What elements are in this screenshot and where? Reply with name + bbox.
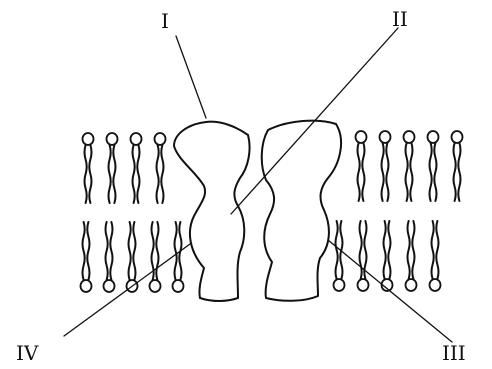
lipid-tail bbox=[406, 143, 408, 201]
label-II: II bbox=[392, 7, 408, 31]
lipid-tail bbox=[412, 221, 414, 279]
phospholipid-lower-left bbox=[81, 222, 92, 292]
label-IV: IV bbox=[16, 341, 39, 365]
phospholipid-lower-left bbox=[150, 222, 161, 292]
lipid-head bbox=[81, 280, 92, 292]
upper-leaflet-left bbox=[83, 133, 166, 203]
phospholipid-upper-left bbox=[155, 133, 166, 203]
phospholipid-lower-right bbox=[334, 221, 345, 291]
leader-line-II bbox=[231, 28, 398, 214]
lipid-head bbox=[452, 131, 463, 143]
phospholipid-upper-left bbox=[107, 133, 118, 203]
lipid-tail bbox=[436, 221, 438, 279]
lipid-tail bbox=[106, 222, 108, 280]
lipid-tail bbox=[129, 222, 131, 280]
lipid-tail bbox=[156, 222, 158, 280]
lipid-tail bbox=[133, 222, 135, 280]
phospholipid-lower-right bbox=[406, 221, 417, 291]
lipid-tail bbox=[454, 143, 456, 201]
phospholipid-upper-right bbox=[356, 131, 367, 201]
lipid-head bbox=[150, 280, 161, 292]
lipid-tail bbox=[360, 221, 362, 279]
lipid-tail bbox=[336, 221, 338, 279]
lipid-head bbox=[358, 279, 369, 291]
lipid-head bbox=[83, 133, 94, 145]
phospholipid-lower-left bbox=[173, 222, 184, 292]
lipid-tail bbox=[89, 145, 91, 203]
lipid-tail bbox=[133, 145, 135, 203]
lipid-tail bbox=[384, 221, 386, 279]
lipid-head bbox=[356, 131, 367, 143]
lipid-tail bbox=[386, 143, 388, 201]
protein-subunit-right bbox=[262, 121, 341, 301]
lipid-tail bbox=[175, 222, 177, 280]
label-I: I bbox=[161, 9, 169, 33]
lipid-tail bbox=[137, 145, 139, 203]
lipid-tail bbox=[110, 222, 112, 280]
lipid-tail bbox=[432, 221, 434, 279]
phospholipid-lower-right bbox=[382, 221, 393, 291]
lipid-head bbox=[334, 279, 345, 291]
lower-leaflet-left bbox=[81, 222, 184, 292]
phospholipid-upper-right bbox=[380, 131, 391, 201]
lipid-tail bbox=[434, 143, 436, 201]
lipid-head bbox=[104, 280, 115, 292]
phospholipid-lower-right bbox=[358, 221, 369, 291]
lipid-head bbox=[131, 133, 142, 145]
lipid-tail bbox=[382, 143, 384, 201]
lipid-tail bbox=[85, 145, 87, 203]
phospholipid-upper-left bbox=[83, 133, 94, 203]
lipid-tail bbox=[408, 221, 410, 279]
phospholipid-lower-left bbox=[104, 222, 115, 292]
phospholipid-upper-right bbox=[404, 131, 415, 201]
lipid-head bbox=[173, 280, 184, 292]
lipid-head bbox=[428, 131, 439, 143]
phospholipid-upper-right bbox=[452, 131, 463, 201]
protein-subunit-left bbox=[174, 122, 250, 301]
phospholipid-upper-left bbox=[131, 133, 142, 203]
lipid-tail bbox=[388, 221, 390, 279]
lipid-tail bbox=[410, 143, 412, 201]
leader-line-I bbox=[176, 36, 206, 118]
lipid-tail bbox=[458, 143, 460, 201]
lipid-head bbox=[406, 279, 417, 291]
lipid-tail bbox=[362, 143, 364, 201]
lipid-head bbox=[107, 133, 118, 145]
lipid-tail bbox=[358, 143, 360, 201]
lipid-head bbox=[380, 131, 391, 143]
lipid-tail bbox=[109, 145, 111, 203]
lipid-tail bbox=[430, 143, 432, 201]
lower-leaflet-right bbox=[334, 221, 441, 291]
phospholipid-lower-left bbox=[127, 222, 138, 292]
lipid-head bbox=[404, 131, 415, 143]
lipid-head bbox=[430, 279, 441, 291]
lipid-tail bbox=[83, 222, 85, 280]
phospholipid-lower-right bbox=[430, 221, 441, 291]
phospholipid-upper-right bbox=[428, 131, 439, 201]
upper-leaflet-right bbox=[356, 131, 463, 201]
label-III: III bbox=[442, 341, 466, 365]
lipid-tail bbox=[157, 145, 159, 203]
lipid-tail bbox=[113, 145, 115, 203]
lipid-tail bbox=[87, 222, 89, 280]
lipid-head bbox=[155, 133, 166, 145]
lipid-tail bbox=[161, 145, 163, 203]
